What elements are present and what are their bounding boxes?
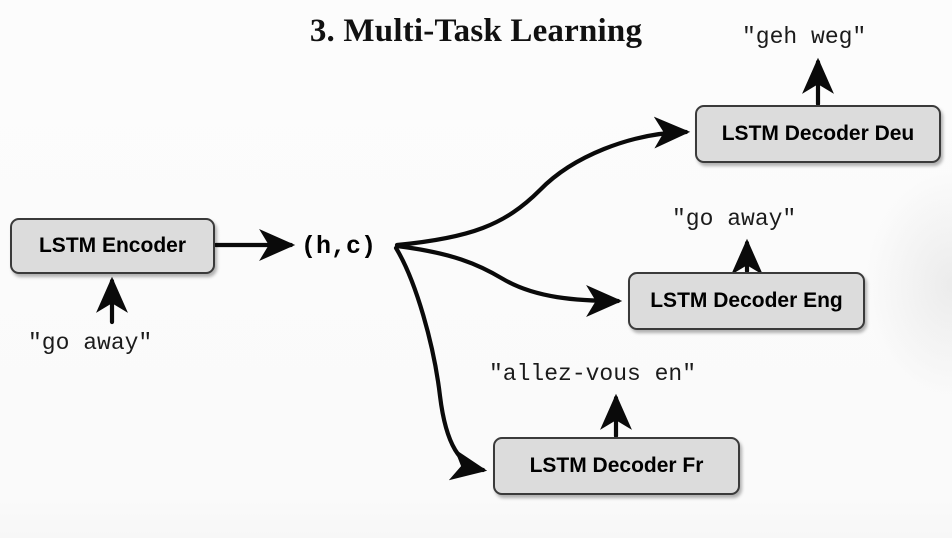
output-text-deu: "geh weg" xyxy=(742,24,867,50)
node-label: LSTM Decoder Eng xyxy=(650,289,843,312)
edge-state-to-dec-fr xyxy=(393,245,488,481)
output-text-eng: "go away" xyxy=(672,206,797,232)
node-label: LSTM Decoder Fr xyxy=(529,454,704,477)
node-lstm-encoder[interactable]: LSTM Encoder xyxy=(10,218,215,274)
page-title: 3. Multi-Task Learning xyxy=(309,13,643,49)
node-lstm-decoder-fr[interactable]: LSTM Decoder Fr xyxy=(493,437,740,495)
hidden-state-label: (h,c) xyxy=(301,232,377,261)
edge-state-to-dec-deu xyxy=(394,116,691,248)
encoder-input-text: "go away" xyxy=(28,330,153,356)
node-label: LSTM Encoder xyxy=(38,234,186,257)
node-label: LSTM Decoder Deu xyxy=(721,122,915,145)
edge-state-to-dec-eng xyxy=(394,243,623,317)
node-lstm-decoder-deu[interactable]: LSTM Decoder Deu xyxy=(695,105,941,163)
node-lstm-decoder-eng[interactable]: LSTM Decoder Eng xyxy=(628,272,865,330)
output-text-fr: "allez-vous en" xyxy=(489,361,697,387)
